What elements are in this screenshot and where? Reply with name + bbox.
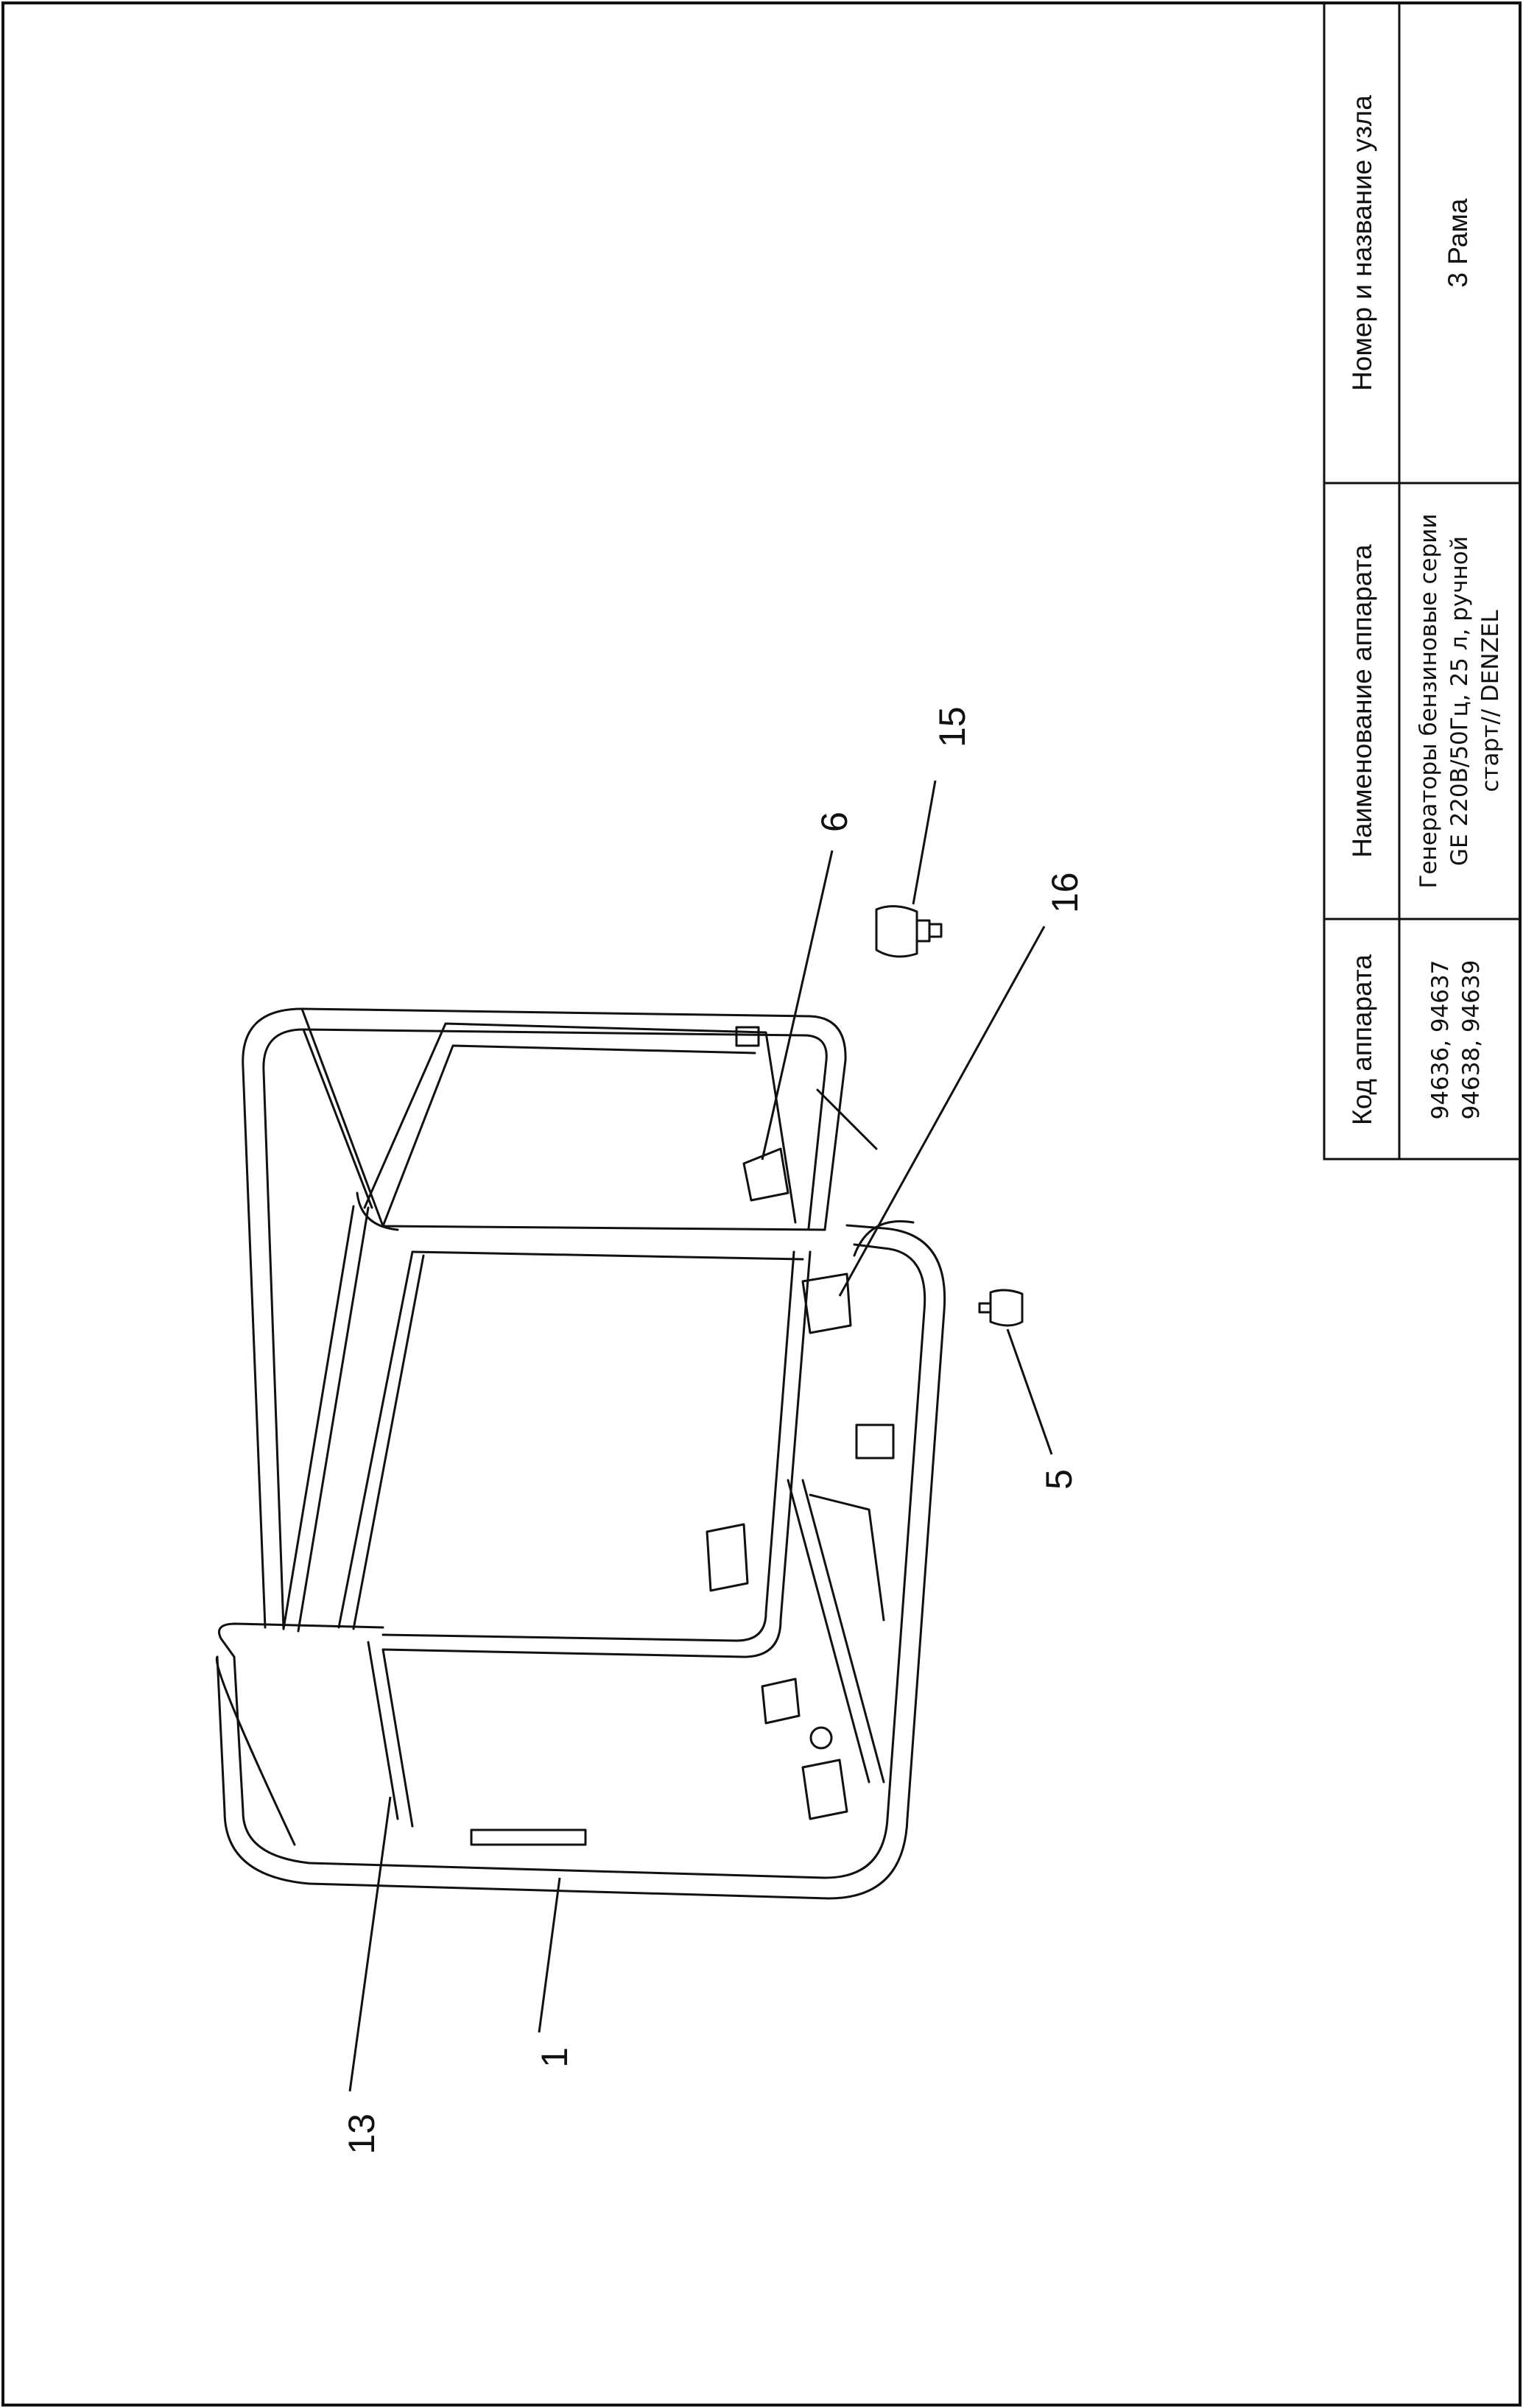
callout-15: 15 <box>932 706 973 747</box>
callout-5: 5 <box>1038 1469 1080 1490</box>
title-node-value: 3 Рама <box>1443 198 1473 287</box>
title-node-header: Номер и название узла <box>1347 95 1377 391</box>
title-name-header: Наименование аппарата <box>1347 544 1377 858</box>
callout-6: 6 <box>814 812 855 832</box>
leader-lines <box>348 780 1053 2092</box>
callout-1: 1 <box>534 2047 575 2068</box>
title-block <box>1323 1 1522 1161</box>
title-name-value-1: Генераторы бензиновые серии <box>1415 513 1442 888</box>
title-code-value-1: 94636, 94637 <box>1427 960 1454 1120</box>
callout-16: 16 <box>1044 872 1086 913</box>
callout-13: 13 <box>341 2113 382 2155</box>
title-name-value-2: GE 220В/50Гц, 25 л, ручной <box>1446 536 1473 866</box>
title-code-header: Код аппарата <box>1347 954 1377 1125</box>
title-name-value-3: старт// DENZEL <box>1477 610 1504 792</box>
frame-drawing <box>215 905 1024 1900</box>
title-code-value-2: 94638, 94639 <box>1458 960 1485 1120</box>
